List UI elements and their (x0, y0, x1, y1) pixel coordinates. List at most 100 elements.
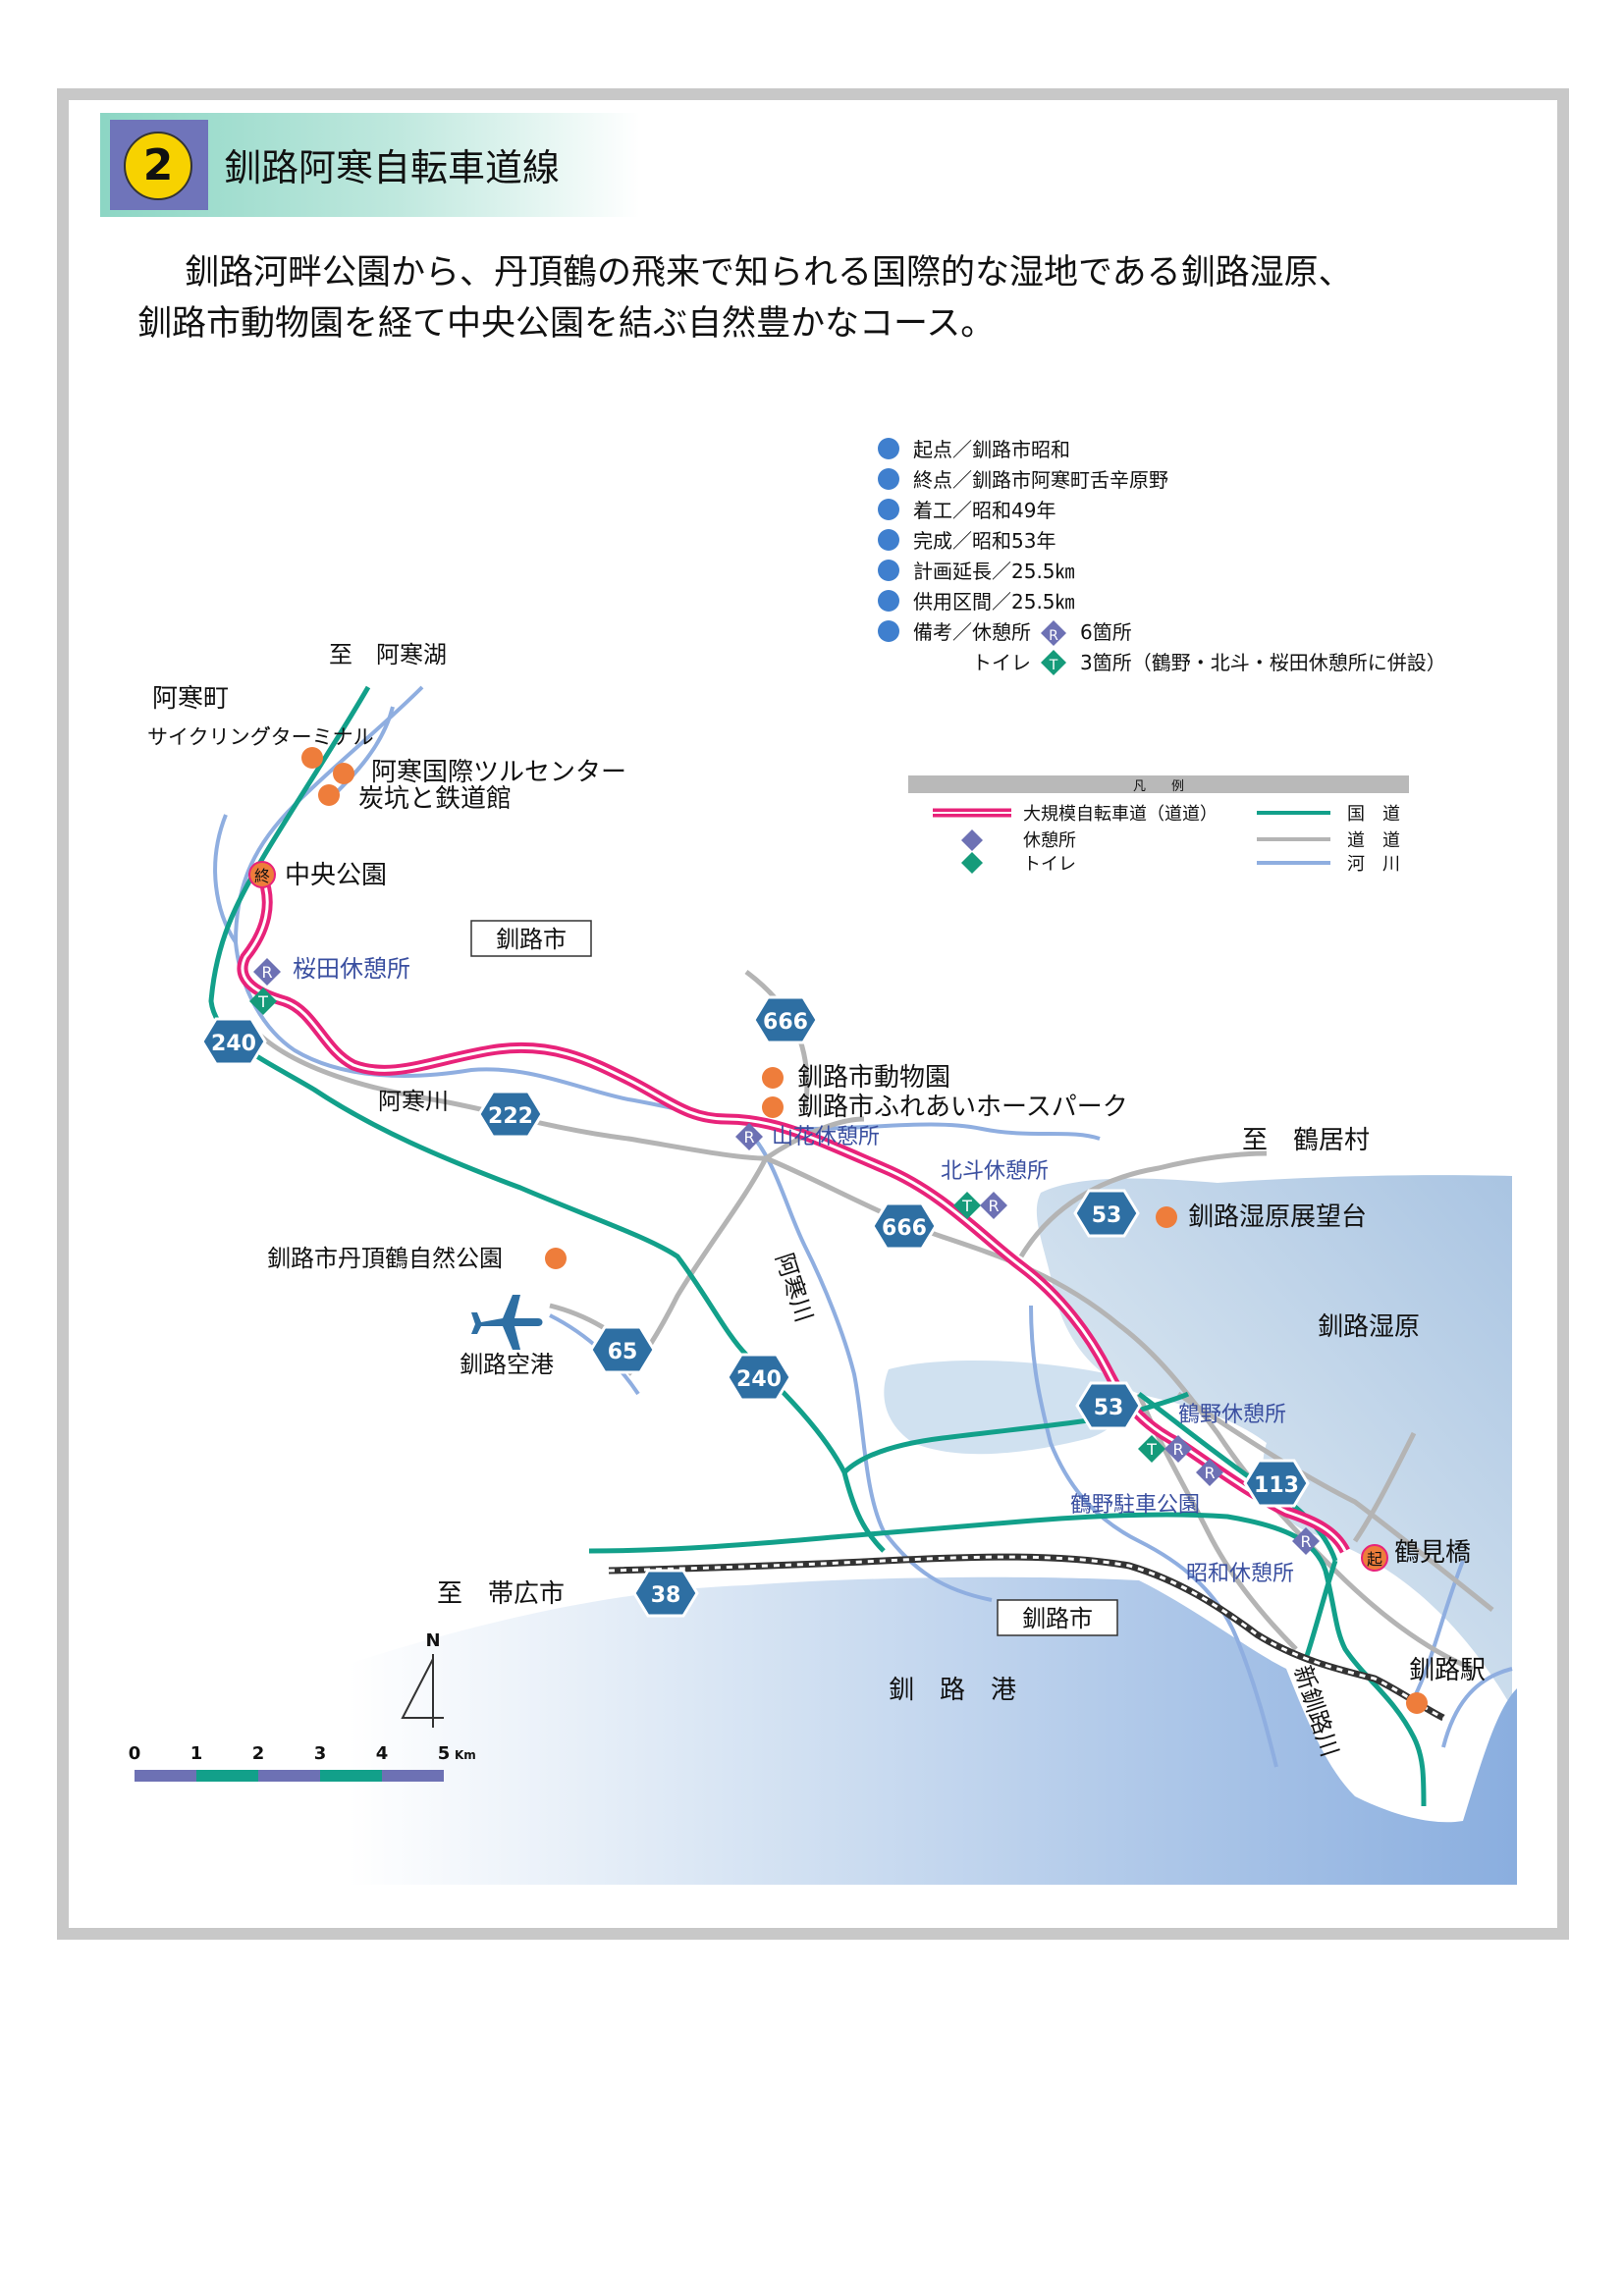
road-number-53-south: 53 (1094, 1396, 1124, 1420)
info-toilet-text: 3箇所（鶴野・北斗・桜田休憩所に併設） (1080, 651, 1446, 674)
label-to-obihiro: 至 帯広市 (437, 1579, 565, 1609)
marsh-area (1036, 1175, 1512, 1708)
sea-area (349, 1576, 1517, 1885)
label-tsuruno-parking: 鶴野駐車公園 (1070, 1493, 1200, 1518)
label-city-north: 釧路市 (496, 926, 567, 953)
label-port: 釧 路 港 (889, 1676, 1016, 1705)
rest-marker-yamahana: R (735, 1123, 763, 1150)
rest-letter-sakurada: R (261, 963, 272, 982)
rest-letter-tsuruno: R (1172, 1440, 1183, 1459)
info-toilet-label: トイレ (972, 651, 1031, 674)
label-akan-river-1: 阿寒川 (378, 1088, 449, 1115)
cycle-route (237, 869, 1350, 1554)
rest-marker-hokuto: R (980, 1192, 1007, 1219)
city-box-north (470, 920, 592, 957)
info-completion: 完成／昭和53年 (913, 529, 1056, 553)
rest-marker-sakurada: R (253, 958, 281, 986)
road-shield-53-north: 53 (1073, 1189, 1140, 1238)
label-crane-center: 阿寒国際ツルセンター (371, 758, 626, 787)
route-number-badge: 2 (124, 132, 192, 200)
road-shield-666-north: 666 (752, 995, 819, 1044)
road-shield-222: 222 (477, 1090, 544, 1139)
legend-prefectural-road: 道 道 (1347, 830, 1400, 851)
label-tsurumi-bridge: 鶴見橋 (1394, 1538, 1471, 1568)
road-shield-666-south: 666 (871, 1201, 938, 1251)
info-planned-length: 計画延長／25.5㎞ (913, 560, 1075, 583)
railway (608, 1553, 1445, 1722)
compass-north-label: N (425, 1630, 440, 1651)
scale-tick-5: 5 (438, 1743, 451, 1764)
label-marsh: 釧路湿原 (1318, 1312, 1420, 1342)
info-toilet-marker: T (1041, 650, 1066, 675)
scale-tick-4: 4 (376, 1743, 389, 1764)
label-airport: 釧路空港 (460, 1351, 554, 1378)
description-line-2: 釧路市動物園を経て中央公園を結ぶ自然豊かなコース。 (137, 304, 996, 344)
legend-title: 凡 例 (1133, 779, 1184, 794)
city-box-south (997, 1599, 1118, 1636)
info-construction-start: 着工／昭和49年 (913, 499, 1056, 522)
road-shield-38: 38 (632, 1569, 699, 1618)
compass: N (401, 1630, 444, 1728)
label-coal-museum: 炭坑と鉄道館 (358, 784, 512, 814)
rest-marker-tsuruno-parking: R (1196, 1459, 1223, 1486)
scale-tick-2: 2 (252, 1743, 265, 1764)
info-panel-dots (878, 438, 899, 642)
info-rest-count: 6箇所 (1080, 620, 1132, 644)
label-zoo: 釧路市動物園 (797, 1063, 950, 1093)
river-network (213, 685, 1513, 1768)
rest-letter-hokuto: R (988, 1197, 999, 1215)
info-toilet-letter: T (1049, 658, 1058, 673)
label-chuo-park: 中央公園 (285, 861, 387, 890)
info-remarks: 備考／休憩所 (913, 620, 1031, 644)
scale-tick-1: 1 (190, 1743, 203, 1764)
label-horse-park: 釧路市ふれあいホースパーク (797, 1093, 1128, 1122)
description-line-1: 釧路河畔公園から、丹頂鶴の飛来で知られる国際的な湿地である釧路湿原、 (185, 253, 1353, 293)
road-shield-53-south: 53 (1075, 1381, 1142, 1430)
road-shield-240-north: 240 (200, 1017, 267, 1066)
label-to-tsurui: 至 鶴居村 (1242, 1126, 1370, 1155)
label-to-akanko: 至 阿寒湖 (329, 641, 447, 668)
rest-letter-yamahana: R (743, 1128, 754, 1147)
end-marker-glyph: 終 (254, 867, 270, 885)
scale-bar: 0 1 2 3 4 5 Km (129, 1743, 476, 1782)
label-crane-park: 釧路市丹頂鶴自然公園 (267, 1245, 503, 1272)
scale-unit: Km (455, 1748, 476, 1762)
toilet-letter-sakurada: T (257, 992, 268, 1011)
rest-letter-tsuruno-parking: R (1204, 1464, 1215, 1482)
legend-rest: 休憩所 (1023, 830, 1076, 851)
label-akan-town: 阿寒町 (152, 684, 229, 714)
road-number-38: 38 (651, 1583, 681, 1608)
facility-dots (301, 747, 1428, 1714)
label-sakurada-rest: 桜田休憩所 (293, 955, 410, 983)
rest-letter-showa: R (1300, 1532, 1311, 1551)
legend-cycle-road: 大規模自転車道（道道） (1023, 804, 1218, 825)
scale-tick-3: 3 (314, 1743, 327, 1764)
airport-icon (471, 1295, 543, 1350)
road-shield-113: 113 (1243, 1459, 1310, 1508)
start-marker: 起 (1361, 1544, 1388, 1572)
label-hokuto-rest: 北斗休憩所 (941, 1159, 1049, 1184)
toilet-marker-tsuruno: T (1138, 1435, 1165, 1463)
label-kushiro-station: 釧路駅 (1409, 1656, 1486, 1685)
road-number-53-north: 53 (1092, 1203, 1122, 1228)
info-rest-letter: R (1049, 628, 1058, 644)
road-number-222: 222 (488, 1104, 533, 1129)
route-title: 釧路阿寒自転車道線 (224, 146, 561, 189)
toilet-marker-hokuto: T (953, 1192, 981, 1219)
road-shield-65: 65 (589, 1325, 656, 1374)
toilet-letter-tsuruno: T (1146, 1440, 1157, 1459)
label-cycling-terminal: サイクリング゙ターミナル (147, 725, 374, 749)
info-end: 終点／釧路市阿寒町舌辛原野 (913, 468, 1168, 492)
start-marker-glyph: 起 (1367, 1550, 1382, 1569)
label-showa-rest: 昭和休憩所 (1186, 1562, 1294, 1586)
road-number-240-south: 240 (736, 1367, 782, 1392)
info-rest-marker: R (1041, 620, 1066, 646)
end-marker: 終 (248, 861, 276, 888)
rest-marker-showa: R (1292, 1527, 1320, 1555)
marsh-area-lower (884, 1360, 1127, 1455)
info-start: 起点／釧路市昭和 (913, 438, 1070, 461)
road-number-666-south: 666 (882, 1216, 927, 1241)
label-observatory: 釧路湿原展望台 (1188, 1202, 1367, 1232)
toilet-marker-sakurada: T (249, 988, 277, 1015)
